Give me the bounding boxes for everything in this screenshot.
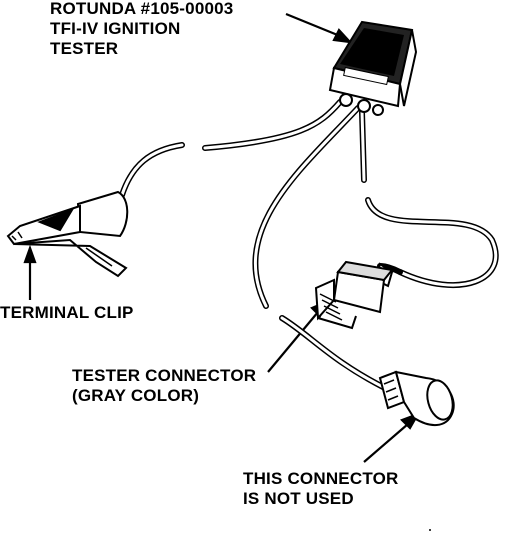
unused-connector-label: THIS CONNECTOR IS NOT USED [243, 469, 399, 509]
clip-leader-arrowhead [23, 244, 37, 264]
tester-leader-arrowhead [332, 28, 353, 44]
tester-label-line1: ROTUNDA #105-00003 [50, 0, 234, 18]
unused-connector-opening [426, 379, 454, 421]
tester-connector-leader-line [267, 311, 319, 373]
tester-cable-port-third [372, 104, 384, 116]
tester-cable-port-left [339, 93, 353, 107]
clip-cable-upper [202, 99, 343, 151]
tester-connector [314, 260, 394, 330]
tester-display [343, 66, 389, 86]
tester-label-line2: TFI-IV IGNITION [50, 19, 181, 38]
tester-connector-label: TESTER CONNECTOR (GRAY COLOR) [72, 366, 256, 406]
unused-connector-label-line1: THIS CONNECTOR [243, 469, 399, 488]
tester-label-line3: TESTER [50, 39, 119, 58]
tester-cable-port-right [357, 99, 371, 113]
clip-boot [76, 190, 129, 238]
tester-connector-label-line1: TESTER CONNECTOR [72, 366, 257, 385]
tester-leader-line [285, 12, 341, 38]
unused-connector-leader-line [363, 423, 409, 463]
terminal-clip [6, 190, 129, 278]
tester-label: ROTUNDA #105-00003 TFI-IV IGNITION TESTE… [50, 0, 233, 59]
clip-jaw-lower [13, 238, 128, 278]
ignition-tester-box [328, 20, 418, 116]
tester-connector-pins [319, 293, 343, 321]
tester-connector-label-line2: (GRAY COLOR) [72, 386, 200, 405]
tester-connector-face [314, 278, 335, 321]
unused-connector-label-line2: IS NOT USED [243, 489, 354, 508]
tester-side-face [398, 29, 418, 107]
cables [119, 99, 499, 391]
clip-cable-lower [119, 142, 185, 198]
terminal-clip-label: TERMINAL CLIP [0, 303, 134, 322]
leader-arrows [23, 12, 421, 463]
stray-dot [429, 529, 431, 531]
unused-connector [378, 370, 455, 426]
